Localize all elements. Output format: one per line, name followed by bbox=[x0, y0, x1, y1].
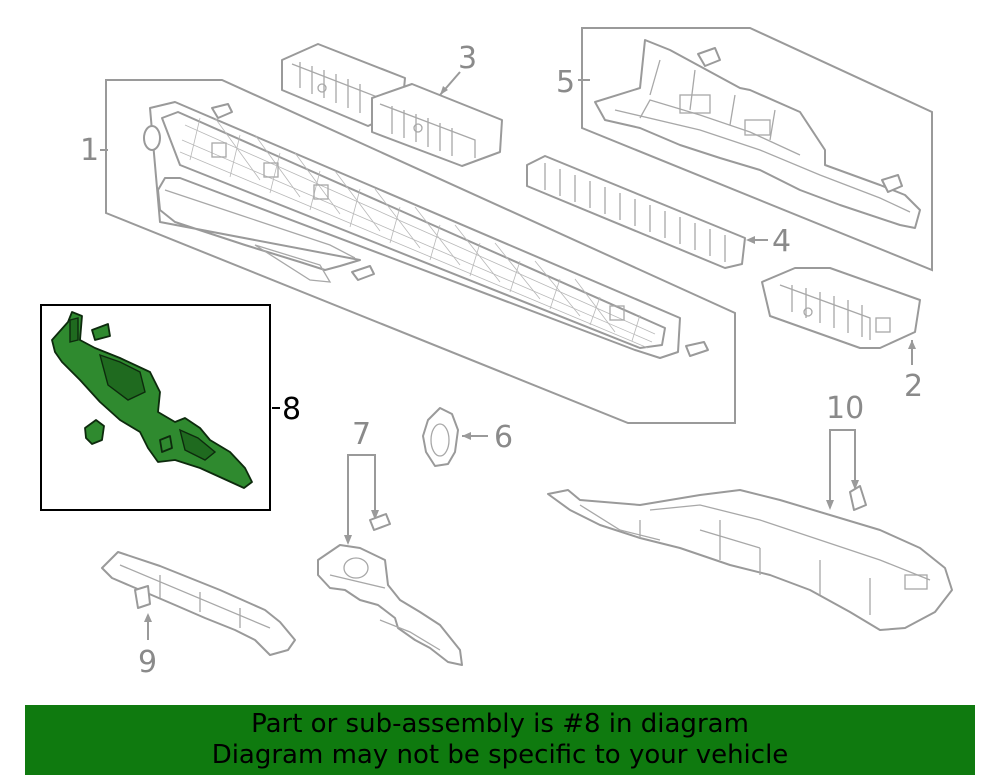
part-1-lower-edge bbox=[164, 189, 356, 259]
part-1-group: 1 bbox=[80, 79, 736, 424]
part-9-ribs bbox=[119, 564, 271, 629]
part-1-bottom-lip bbox=[254, 244, 332, 283]
part-10-group: 10 bbox=[547, 391, 953, 631]
banner-line-1: Part or sub-assembly is #8 in diagram bbox=[251, 709, 749, 739]
part-1-tab bbox=[211, 142, 227, 158]
part-3-vent-right-louvers bbox=[379, 103, 476, 158]
part-1-frame bbox=[105, 79, 736, 424]
part-3-group: 3 bbox=[281, 41, 503, 167]
part-2-louvers bbox=[779, 284, 871, 340]
part-9-bracket bbox=[101, 551, 296, 656]
part-7-ribs bbox=[329, 574, 441, 651]
part-8-tab bbox=[69, 317, 79, 343]
part-5-ribs bbox=[614, 59, 911, 213]
part-1-tab bbox=[609, 305, 625, 321]
part-5-clip bbox=[881, 174, 903, 193]
part-8-recess bbox=[98, 353, 146, 401]
banner-line-2: Diagram may not be specific to your vehi… bbox=[211, 740, 789, 770]
part-5-group: 5 bbox=[556, 27, 933, 272]
callout-9: 9 bbox=[138, 645, 157, 680]
part-1-mesh bbox=[179, 117, 656, 349]
part-7-group: 7 bbox=[317, 417, 463, 666]
part-4-slats bbox=[544, 163, 726, 262]
callout-7-leader bbox=[347, 454, 376, 540]
part-8-group: 8 bbox=[40, 304, 301, 511]
part-1-clip bbox=[685, 341, 709, 357]
part-4-group: 4 bbox=[526, 155, 791, 269]
notice-banner: Part or sub-assembly is #8 in diagram Di… bbox=[25, 705, 975, 775]
part-1-clip bbox=[351, 265, 375, 281]
part-10-ribs bbox=[579, 504, 931, 615]
callout-8: 8 bbox=[282, 392, 301, 427]
callout-1: 1 bbox=[80, 133, 99, 168]
part-4-duct bbox=[526, 155, 746, 269]
callout-3: 3 bbox=[458, 41, 477, 76]
part-5-clip bbox=[697, 47, 721, 67]
part-9-tab bbox=[134, 585, 151, 609]
part-5-frame bbox=[581, 27, 933, 272]
callout-4: 4 bbox=[772, 224, 791, 259]
part-9-group: 9 bbox=[101, 551, 296, 680]
part-7-clip bbox=[369, 513, 391, 531]
callout-10: 10 bbox=[826, 391, 864, 426]
callout-6: 6 bbox=[494, 420, 513, 455]
part-8-fastener bbox=[84, 419, 105, 445]
part-1-clip bbox=[211, 103, 233, 119]
callout-10-leader bbox=[829, 429, 856, 505]
part-6-group: 6 bbox=[422, 407, 513, 467]
part-7-bracket bbox=[317, 544, 463, 666]
part-1-end-cap bbox=[143, 125, 161, 151]
part-6-clip bbox=[422, 407, 459, 467]
callout-7: 7 bbox=[352, 417, 371, 452]
part-8-rib bbox=[178, 428, 217, 461]
part-8-tab bbox=[159, 435, 173, 453]
part-10-clip bbox=[849, 485, 867, 511]
part-5-bracket bbox=[594, 39, 921, 229]
part-2-group: 2 bbox=[761, 267, 923, 404]
part-8-clip bbox=[91, 323, 111, 341]
part-1-tab bbox=[313, 184, 329, 200]
callout-2: 2 bbox=[904, 369, 923, 404]
part-1-tab bbox=[263, 162, 279, 178]
callout-5: 5 bbox=[556, 65, 575, 100]
part-10-cover bbox=[547, 489, 953, 631]
